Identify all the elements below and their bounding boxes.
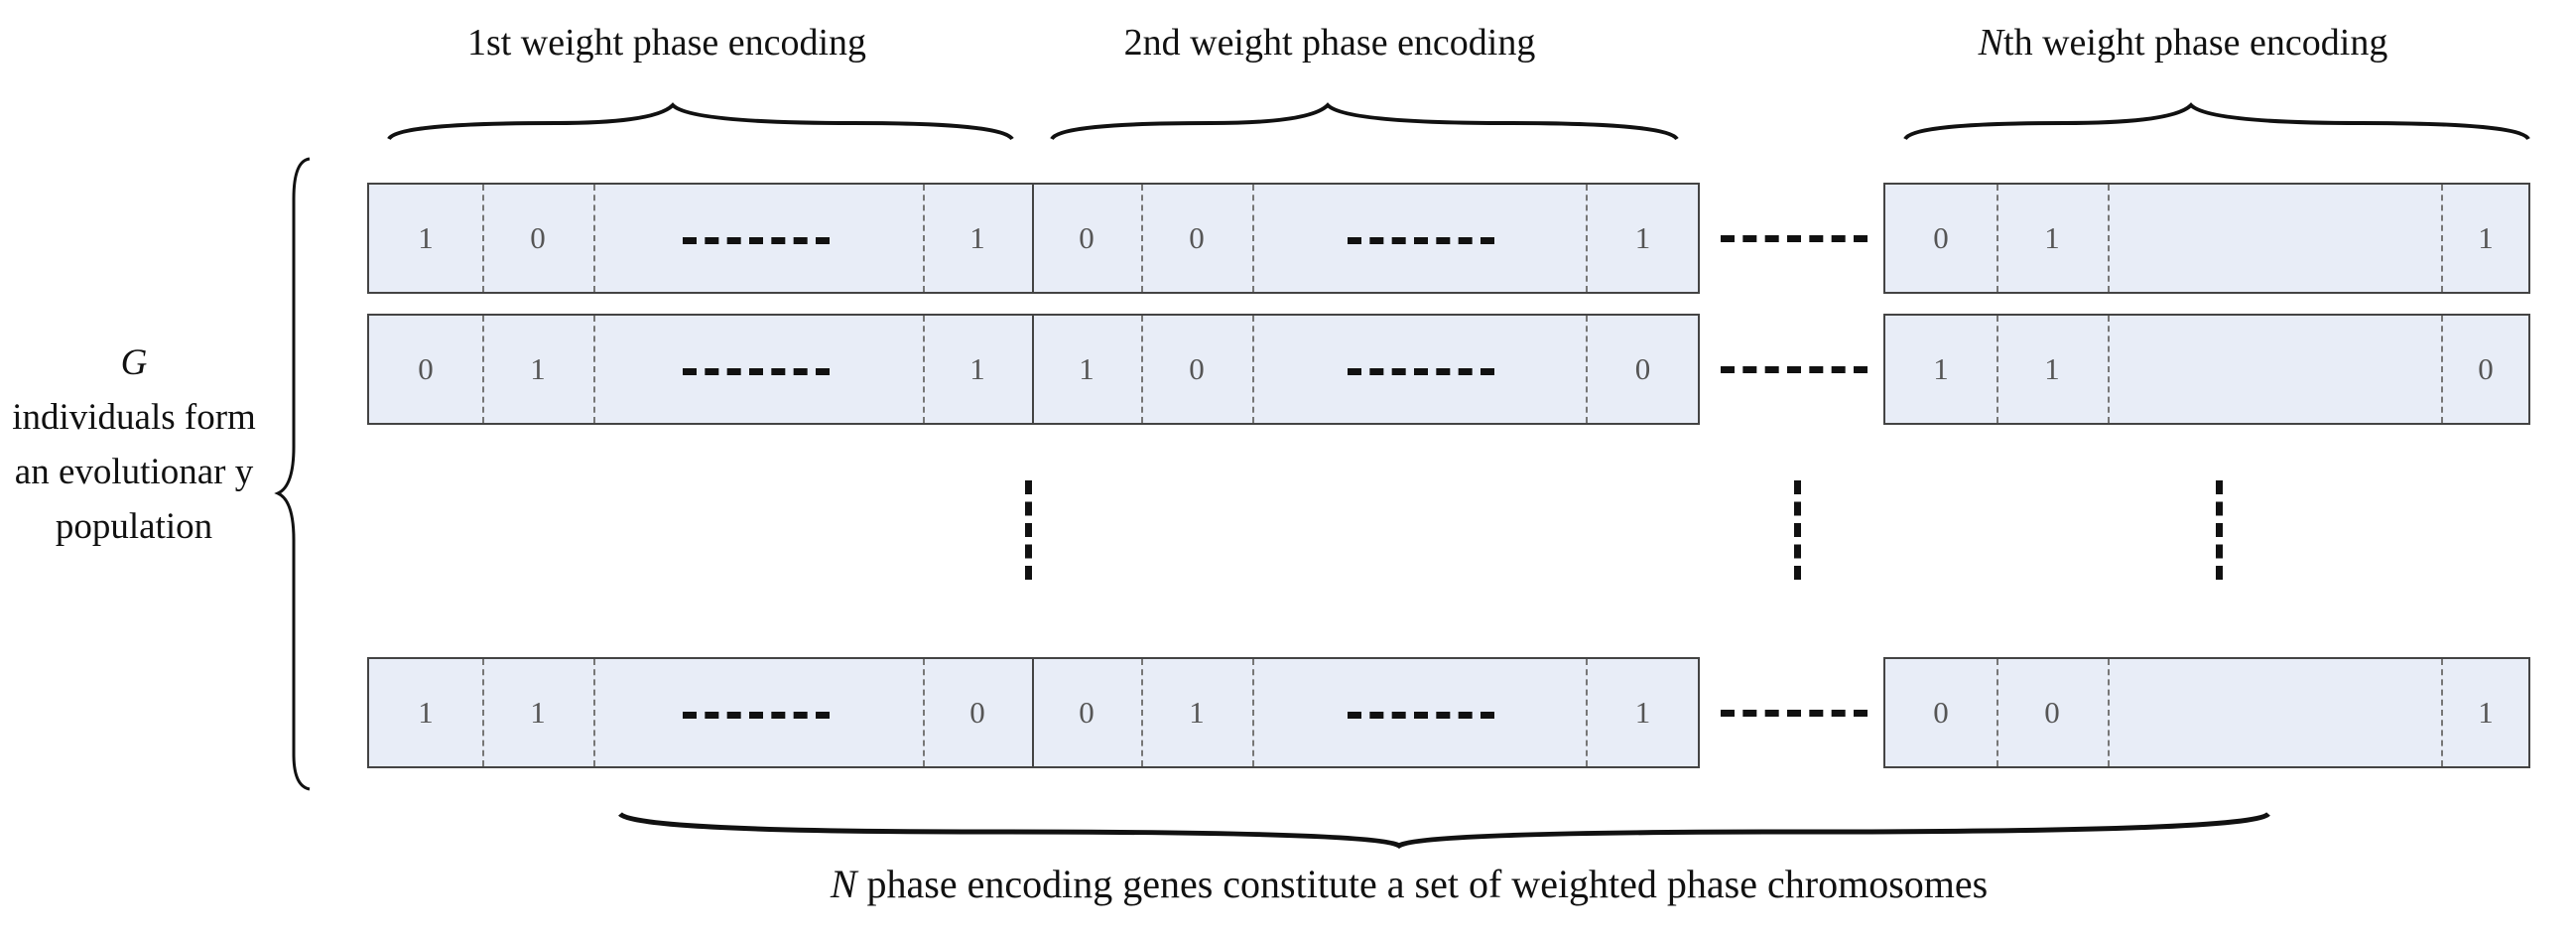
gene: 0 bbox=[2044, 695, 2060, 730]
gene-separator bbox=[1141, 185, 1143, 292]
row-ellipsis bbox=[1721, 657, 1868, 768]
header-label-2: 2nd weight phase encoding bbox=[1052, 20, 1608, 66]
gene: 0 bbox=[1933, 220, 1949, 255]
gene-separator bbox=[1996, 659, 1998, 766]
header-brace-n bbox=[1903, 102, 2530, 141]
gene-separator bbox=[1996, 185, 1998, 292]
side-label-italic: G bbox=[120, 342, 148, 383]
side-brace bbox=[274, 157, 311, 791]
header-label-n-italic: N bbox=[1978, 22, 2004, 64]
gene-separator bbox=[1252, 185, 1254, 292]
ellipsis bbox=[683, 185, 830, 296]
gene: 1 bbox=[1189, 695, 1205, 730]
gene: 0 bbox=[418, 351, 434, 386]
vertical-ellipsis-2 bbox=[1794, 480, 1808, 580]
gene: 1 bbox=[1933, 351, 1949, 386]
gene-separator bbox=[2108, 659, 2110, 766]
gene: 0 bbox=[1933, 695, 1949, 730]
gene: 0 bbox=[1634, 351, 1651, 386]
footer-label: N phase encoding genes constitute a set … bbox=[556, 862, 2262, 907]
gene: 1 bbox=[418, 220, 434, 255]
side-label: G individuals form an evolutionar y popu… bbox=[0, 336, 268, 554]
vertical-ellipsis-1 bbox=[1025, 480, 1039, 580]
gene-separator bbox=[482, 659, 484, 766]
chromosome-row-3-segment-1-2: 1 1 0 0 1 1 bbox=[367, 657, 1700, 768]
chromosome-row-2-segment-n: 1 1 0 bbox=[1883, 314, 2530, 425]
gene: 1 bbox=[2478, 695, 2494, 730]
gene-separator bbox=[1586, 659, 1588, 766]
segment-boundary bbox=[1032, 185, 1034, 292]
header-brace-2 bbox=[1050, 102, 1679, 141]
gene-separator bbox=[923, 316, 925, 423]
gene-separator bbox=[1586, 316, 1588, 423]
gene-separator bbox=[1996, 316, 1998, 423]
gene-separator bbox=[1252, 316, 1254, 423]
gene-separator bbox=[923, 659, 925, 766]
gene: 1 bbox=[530, 695, 546, 730]
gene-separator bbox=[2108, 185, 2110, 292]
chromosome-row-1-segment-n: 0 1 1 bbox=[1883, 183, 2530, 294]
ellipsis bbox=[1348, 185, 1494, 296]
side-label-text: individuals form an evolutionar y popula… bbox=[12, 397, 256, 547]
gene-separator bbox=[923, 185, 925, 292]
row-ellipsis bbox=[1721, 183, 1868, 294]
header-label-n-text: th weight phase encoding bbox=[2003, 22, 2388, 64]
segment-boundary bbox=[1032, 659, 1034, 766]
gene: 0 bbox=[1189, 351, 1205, 386]
footer-label-italic: N bbox=[830, 862, 857, 906]
gene: 0 bbox=[1189, 220, 1205, 255]
gene: 1 bbox=[969, 220, 985, 255]
header-brace-1 bbox=[387, 102, 1014, 141]
gene: 1 bbox=[530, 351, 546, 386]
gene: 0 bbox=[530, 220, 546, 255]
footer-brace bbox=[618, 811, 2270, 850]
segment-boundary bbox=[1032, 316, 1034, 423]
header-label-1-text: 1st weight phase encoding bbox=[466, 22, 867, 64]
gene: 1 bbox=[2044, 351, 2060, 386]
gene-separator bbox=[1141, 659, 1143, 766]
gene: 0 bbox=[969, 695, 985, 730]
ellipsis bbox=[1348, 316, 1494, 427]
gene-separator bbox=[593, 185, 595, 292]
gene-separator bbox=[2441, 185, 2443, 292]
chromosome-row-2-segment-1-2: 0 1 1 1 0 0 bbox=[367, 314, 1700, 425]
gene: 0 bbox=[1079, 695, 1095, 730]
chromosome-row-1-segment-1-2: 1 0 1 0 0 1 bbox=[367, 183, 1700, 294]
gene: 1 bbox=[1634, 695, 1651, 730]
header-label-2-text: 2nd weight phase encoding bbox=[1123, 22, 1536, 64]
gene-separator bbox=[482, 316, 484, 423]
gene: 1 bbox=[2044, 220, 2060, 255]
gene-separator bbox=[2441, 659, 2443, 766]
gene-separator bbox=[1141, 316, 1143, 423]
gene-separator bbox=[593, 659, 595, 766]
gene: 1 bbox=[969, 351, 985, 386]
gene-separator bbox=[2441, 316, 2443, 423]
footer-label-text: phase encoding genes constitute a set of… bbox=[856, 862, 1989, 906]
gene: 1 bbox=[418, 695, 434, 730]
ellipsis bbox=[683, 316, 830, 427]
gene-separator bbox=[1586, 185, 1588, 292]
header-label-1: 1st weight phase encoding bbox=[389, 20, 945, 66]
gene-separator bbox=[2108, 316, 2110, 423]
header-label-n: Nth weight phase encoding bbox=[1950, 20, 2416, 66]
row-ellipsis bbox=[1721, 314, 1868, 425]
gene-separator bbox=[482, 185, 484, 292]
gene-separator bbox=[1252, 659, 1254, 766]
gene: 1 bbox=[1079, 351, 1095, 386]
gene: 0 bbox=[1079, 220, 1095, 255]
chromosome-row-3-segment-n: 0 0 1 bbox=[1883, 657, 2530, 768]
gene-separator bbox=[593, 316, 595, 423]
gene: 1 bbox=[2478, 220, 2494, 255]
ellipsis bbox=[1348, 659, 1494, 770]
gene: 0 bbox=[2478, 351, 2494, 386]
gene: 1 bbox=[1634, 220, 1651, 255]
ellipsis bbox=[683, 659, 830, 770]
vertical-ellipsis-n bbox=[2216, 480, 2230, 580]
